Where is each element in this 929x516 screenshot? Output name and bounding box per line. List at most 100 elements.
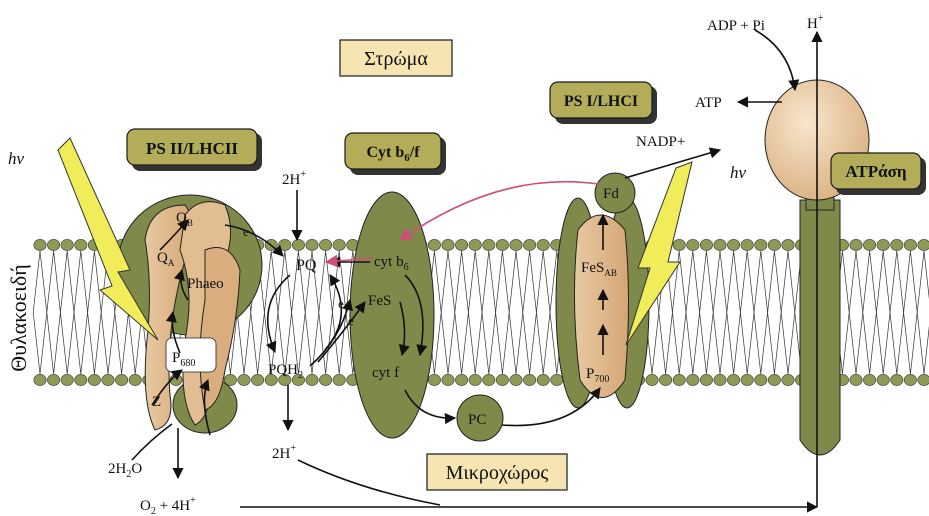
lipid-head [510,239,522,250]
lipid-head [428,239,440,250]
lipid-tail [60,251,74,374]
lipid-head [88,374,100,385]
oxygen-protons-label: O2 + 4H+ [140,495,196,516]
lipid-tail [754,251,768,374]
lipid-tail [536,251,550,374]
lipid-tail [904,251,918,374]
lipid-tail [876,251,890,374]
lipid-tail [74,251,88,374]
lipid-head [891,239,903,250]
atp-label: ATP [695,95,722,111]
lipid-head [755,239,767,250]
lipid-tail [700,251,714,374]
lipid-head [469,374,481,385]
lipid-head [918,374,929,385]
lipid-tail [686,251,700,374]
lipid-head [102,374,114,385]
lipid-head [687,239,699,250]
thylakoid-label: Θυλακοειδή [6,264,31,372]
lipid-head [306,374,318,385]
water-label: 2H2O [108,461,142,480]
svg-text:ATPάση: ATPάση [845,162,906,181]
lipid-tail [482,251,496,374]
lipid-tail [781,251,795,374]
lipid-head [455,374,467,385]
two-protons-stroma-label: 2H+ [282,169,306,188]
lipid-head [877,374,889,385]
cytb6f-complex [350,192,434,438]
lipid-head [47,239,59,250]
lipid-head [483,374,495,385]
adp-pi-label: ADP + Pi [707,18,765,34]
lipid-head [659,374,671,385]
lipid-head [75,239,87,250]
lipid-head [34,374,46,385]
nadp-label: NADP+ [636,134,685,150]
atpase-label: ATPάση [831,153,926,195]
lipid-head [850,239,862,250]
lipid-head [292,239,304,250]
stroma-title: Στρώμα [340,40,452,76]
lipid-tail [455,251,469,374]
lipid-head [537,239,549,250]
lipid-head [319,239,331,250]
lipid-head [47,374,59,385]
lipid-head [319,374,331,385]
lipid-head [782,239,794,250]
lipid-head [741,374,753,385]
lipid-head [442,239,454,250]
svg-text:PS I/LHCI: PS I/LHCI [564,93,638,110]
phaeo-label: Phaeo [187,276,224,292]
lipid-head [469,239,481,250]
lipid-head [251,374,263,385]
lipid-tail [33,251,47,374]
lipid-head [904,374,916,385]
electron-label-psii: e [243,224,249,239]
cytb6f-label: Cyt b6/f [345,133,446,175]
lipid-head [863,239,875,250]
lipid-head [510,374,522,385]
lipid-head [238,374,250,385]
cytf-label: cyt f [372,365,399,381]
lipid-head [904,239,916,250]
lipid-tail [713,251,727,374]
lipid-head [673,374,685,385]
lipid-head [61,239,73,250]
svg-text:Μικροχώρος: Μικροχώρος [446,462,549,484]
lipid-head [687,374,699,385]
lipid-tail [332,251,346,374]
lipid-head [714,374,726,385]
lipid-head [755,374,767,385]
lipid-head [523,239,535,250]
lipid-tail [88,251,102,374]
light-label-right: hν [730,163,747,182]
lipid-head [741,239,753,250]
lipid-head [523,374,535,385]
z-label: Z [152,394,161,410]
lipid-head [700,374,712,385]
fd-label: Fd [603,186,619,202]
lipid-head [279,239,291,250]
lipid-head [333,374,345,385]
lipid-head [700,239,712,250]
lipid-head [850,374,862,385]
lipid-head [714,239,726,250]
proton-top-label: H+ [807,13,824,32]
lipid-head [768,374,780,385]
electron-label-fes-2: e [348,313,354,328]
lipid-head [918,239,929,250]
lipid-head [863,374,875,385]
lipid-head [496,239,508,250]
lipid-head [496,374,508,385]
lipid-tail [890,251,904,374]
lipid-tail [264,251,278,374]
lipid-head [75,374,87,385]
lipid-tail [441,251,455,374]
fes-label: FeS [368,293,391,309]
lipid-tail [278,251,292,374]
ps2-label: PS II/LHCII [127,129,262,171]
lipid-head [306,239,318,250]
lipid-head [442,374,454,385]
lipid-head [129,374,141,385]
lipid-head [727,239,739,250]
